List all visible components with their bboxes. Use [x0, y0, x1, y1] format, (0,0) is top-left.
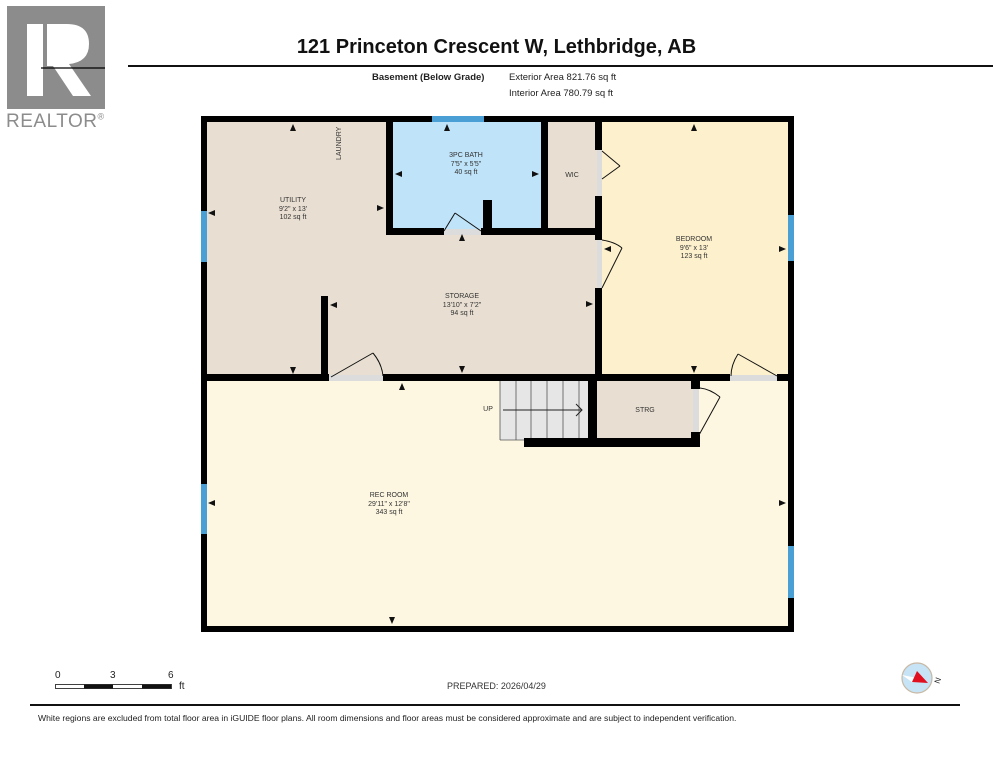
- realtor-logo: [7, 6, 105, 109]
- strg-area: [597, 381, 693, 438]
- realtor-wordmark: REALTOR®: [6, 111, 105, 133]
- realtor-text: REALTOR: [6, 111, 98, 132]
- scale-unit: ft: [179, 681, 185, 692]
- room-area: 343 sq ft: [375, 509, 403, 516]
- room-area: 94 sq ft: [450, 310, 474, 317]
- bedroom-area: [601, 121, 788, 377]
- scale-tick-3: 3: [110, 670, 116, 681]
- room-dims: 9'6" x 13': [679, 244, 709, 252]
- room-laundry: LAUNDRY: [336, 126, 343, 160]
- realtor-r-icon: [27, 24, 105, 96]
- compass-icon: [901, 662, 933, 694]
- registered-mark: ®: [97, 111, 105, 122]
- room-name: REC ROOM: [369, 492, 409, 499]
- room-dims: 29'11" x 12'8": [368, 500, 410, 508]
- room-bath: 3PC BATH 7'5" x 5'5" 40 sq ft: [449, 152, 483, 178]
- footer-disclaimer: White regions are excluded from total fl…: [38, 713, 737, 723]
- room-strg: STRG: [635, 407, 655, 414]
- room-rec-room: REC ROOM 29'11" x 12'8" 343 sq ft: [368, 492, 410, 518]
- door-swings: [330, 150, 778, 436]
- windows: [201, 116, 794, 598]
- room-utility: UTILITY 9'2" x 13' 102 sq ft: [279, 197, 307, 223]
- room-dims: 9'2" x 13': [278, 205, 308, 213]
- room-area: 123 sq ft: [680, 253, 708, 260]
- room-area: 40 sq ft: [454, 169, 478, 176]
- bath-area: [392, 121, 543, 230]
- interior-area: Interior Area 780.79 sq ft: [509, 88, 614, 99]
- room-name: 3PC BATH: [449, 152, 483, 159]
- room-storage: STORAGE 13'10" x 7'2" 94 sq ft: [443, 293, 481, 319]
- scale-tick-6: 6: [168, 670, 174, 681]
- room-name: STORAGE: [444, 293, 480, 300]
- wic-area: [547, 121, 597, 230]
- footer-divider: [30, 704, 960, 706]
- level-label: Basement (Below Grade): [372, 72, 485, 83]
- room-dims: 7'5" x 5'5": [450, 160, 482, 168]
- room-name: UTILITY: [279, 197, 307, 204]
- room-area: 102 sq ft: [279, 214, 307, 221]
- dimension-markers: [208, 124, 786, 624]
- stairs-up-label: UP: [483, 406, 493, 413]
- rec-room-area: [206, 381, 789, 627]
- title-divider: [128, 65, 993, 67]
- page-title: 121 Princeton Crescent W, Lethbridge, AB: [296, 36, 697, 58]
- room-wic: WIC: [565, 172, 579, 179]
- room-bedroom: BEDROOM 9'6" x 13' 123 sq ft: [676, 236, 712, 262]
- exterior-area: Exterior Area 821.76 sq ft: [509, 72, 617, 83]
- prepared-date: PREPARED: 2026/04/29: [447, 681, 546, 691]
- scale-bar: [55, 684, 172, 689]
- room-dims: 13'10" x 7'2": [442, 301, 482, 309]
- stair-up-arrow-icon: [503, 403, 583, 417]
- scale-tick-0: 0: [55, 670, 61, 681]
- room-name: BEDROOM: [675, 236, 713, 243]
